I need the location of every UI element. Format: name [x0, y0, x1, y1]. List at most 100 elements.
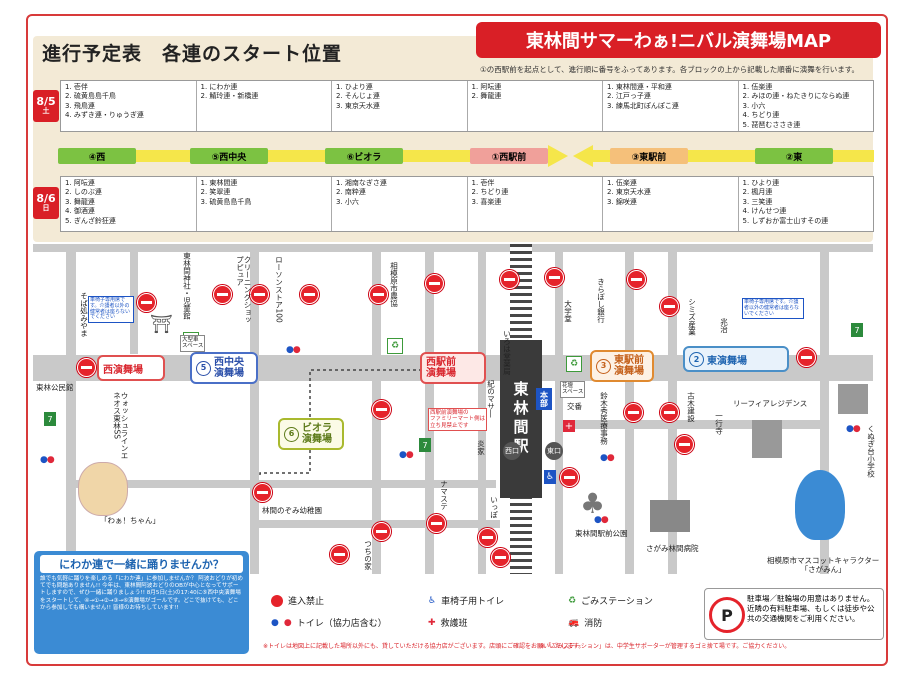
- road-v7: [555, 244, 563, 574]
- parade-route: [259, 369, 425, 475]
- place-kirabosi: きらぼし銀行: [596, 278, 606, 323]
- noentry-12: [797, 348, 816, 367]
- noentry-14: [660, 403, 679, 422]
- tree-icon: ♣: [580, 487, 606, 520]
- seven-eleven-icon: 7: [44, 412, 56, 426]
- legend: 進入禁止 ♿車椅子用トイレ ♻ごみステーション ●●トイレ（協力店含む） ✚救護…: [263, 590, 698, 638]
- day2-badge: 8/6 日: [33, 187, 59, 219]
- toilet-icon: ●●: [594, 515, 609, 525]
- koban-label: 交番: [567, 402, 582, 411]
- place-cleaning: クリーニングショップピュア: [235, 256, 253, 324]
- parking-text: 駐車場／駐輪場の用意はありません。近隣の有料駐車場、もしくは徒歩や公共の交通機関…: [747, 594, 875, 623]
- flowerbed-space: 花壇 スペース: [560, 381, 586, 398]
- place-lawson: ローソンストア100: [274, 256, 284, 323]
- place-zhaoji: 兆治: [719, 318, 729, 333]
- first-aid-icon: +: [563, 420, 575, 432]
- band-label-west: ④西: [58, 148, 136, 164]
- noentry-6: [425, 274, 444, 293]
- noentry-18: [427, 514, 446, 533]
- toilet-icon: ●●: [286, 345, 301, 355]
- place-ippo: いっぽ: [489, 496, 499, 519]
- noentry-13: [624, 403, 643, 422]
- torii-icon: ⛩: [150, 314, 173, 335]
- north-road: [33, 244, 873, 252]
- stage-west[interactable]: 西演舞場: [97, 355, 165, 381]
- map-title: 東林間サマーわぁ!ニバル演舞場MAP: [476, 22, 881, 58]
- large-vehicle-space: 大型車 スペース: [180, 335, 206, 352]
- noentry-5: [369, 285, 388, 304]
- garbage-station-icon: ♻: [387, 338, 403, 354]
- legend-garbage: ♻ごみステーション: [568, 595, 653, 608]
- garbage-station-icon: ♻: [566, 356, 582, 372]
- noentry-16: [560, 468, 579, 487]
- mascot-caption: 相模原市マスコットキャラクター 「さがみん」: [767, 556, 880, 574]
- place-kugedai: くぬぎ台小学校: [866, 425, 876, 478]
- road-v1: [66, 244, 76, 644]
- noentry-23: [372, 400, 391, 419]
- place-jinja: 東林間神社・児童館: [182, 252, 192, 320]
- band-label-west-station: ①西駅前: [470, 148, 548, 164]
- toilet-icon: ●●: [40, 455, 55, 465]
- noentry-4: [300, 285, 319, 304]
- band-label-viola: ⑥ビオラ: [325, 148, 403, 164]
- progress-band: [58, 145, 874, 167]
- place-tsuchinoka: つちの家: [363, 540, 373, 570]
- west-exit: 西口: [503, 442, 521, 460]
- place-suzuki: 鈴木秀医療事務: [599, 392, 609, 445]
- day1-label: 8/5: [36, 95, 56, 109]
- day2-weekday: 日: [42, 204, 50, 213]
- day1-badge: 8/5 土: [33, 90, 59, 122]
- place-eikyu: 炎家: [476, 440, 486, 455]
- place-eneos: ウォッシュラインエネオス東林SS: [112, 392, 130, 460]
- noentry-8: [545, 268, 564, 287]
- noentry-1: [137, 293, 156, 312]
- noentry-15: [675, 435, 694, 454]
- stage-east-station-number: 3: [596, 358, 611, 374]
- road-h2: [76, 480, 496, 488]
- road-h3: [560, 420, 820, 429]
- noentry-2: [213, 285, 232, 304]
- road-v2: [130, 244, 138, 354]
- wachan-mascot-icon: [78, 462, 128, 516]
- school-building-icon: [838, 384, 868, 414]
- niwaka-invite: にわか連で一緒に踊りませんか？ 誰でも気軽に踊りを楽しめる「にわか連」に参加しま…: [34, 551, 249, 654]
- invite-heading: にわか連で一緒に踊りませんか？: [40, 555, 243, 573]
- place-kominkan: 東林公民館: [36, 383, 74, 392]
- parking-notice: P 駐車場／駐輪場の用意はありません。近隣の有料駐車場、もしくは徒歩や公共の交通…: [704, 588, 884, 640]
- family-mart-note: 西駅前演舞場の ファミリーマート側は 立ち見禁止です: [428, 408, 488, 431]
- wheelchair-toilet-icon: ♿: [544, 470, 556, 484]
- noentry-10: [660, 297, 679, 316]
- place-daigaku: 大学堂: [563, 300, 573, 323]
- schedule-note: ①の西駅前を起点として、進行順に番号をふってあります。各ブロックの上から記載した…: [480, 65, 860, 74]
- place-shimizu: シミズ産業: [687, 298, 697, 336]
- legend-noentry: 進入禁止: [271, 594, 324, 607]
- stage-east-number: 2: [689, 351, 704, 367]
- noentry-3: [250, 285, 269, 304]
- band-label-east: ②東: [755, 148, 833, 164]
- place-park: 東林間駅前公園: [575, 529, 628, 538]
- footnote-garbage: ※「ごみステーション」は、中学生サポーターが管理するゴミ捨て場です。ご協力くださ…: [540, 643, 791, 650]
- stage-west-station[interactable]: 西駅前 演舞場: [420, 352, 486, 384]
- stage-west-center-number: 5: [196, 360, 211, 376]
- place-hospital: さがみ林間病院: [646, 544, 699, 553]
- place-nokyo: 相模原市農協: [389, 262, 399, 307]
- page-frame: [26, 14, 888, 666]
- wheelchair-seat-note-east: 車椅子専用席です。介護者以外の健常者は座らないでください: [742, 298, 804, 320]
- station-building: 東林間駅: [500, 340, 542, 498]
- east-exit: 東口: [545, 442, 563, 460]
- sagamin-mascot-icon: [795, 470, 845, 540]
- toilet-icon: ●●: [846, 424, 861, 434]
